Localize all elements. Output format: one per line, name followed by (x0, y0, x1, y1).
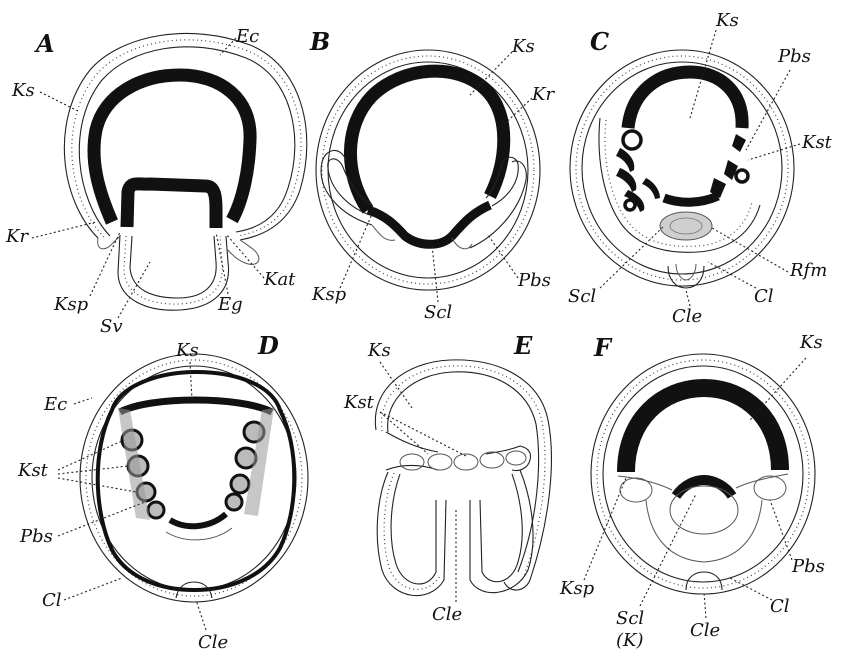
panel-letter-f: F (593, 333, 613, 362)
panel-d-ectoderm (80, 354, 308, 602)
label-ec: Ec (43, 394, 67, 415)
label-rfm: Rfm (789, 260, 827, 281)
panel-d: D Ks Ec (17, 331, 308, 653)
panel-e: E Ks Kst (343, 331, 551, 625)
panel-d-germ-layer (98, 372, 295, 590)
panel-letter-c: C (590, 27, 609, 56)
label-ks: Ks (715, 10, 739, 31)
panel-e-neural-tube (386, 432, 531, 471)
label-cl: Cl (754, 286, 774, 307)
label-pbs: Pbs (777, 46, 811, 67)
label-ks: Ks (367, 340, 391, 361)
label-cl: Cl (42, 590, 62, 611)
panel-letter-a: A (34, 29, 55, 58)
label-ks: Ks (511, 36, 535, 57)
label-kst: Kst (17, 460, 49, 481)
panel-e-gut (377, 470, 533, 596)
panel-f: F Ks Ksp Scl (K) Cle (559, 332, 825, 651)
panel-e-labels: Ks Kst Cle (343, 340, 466, 625)
label-scl: Scl (616, 608, 644, 629)
label-scl: Scl (424, 302, 452, 323)
panel-b: B Ks Kr Ksp Scl Pbs (309, 27, 555, 323)
label-ec: Ec (235, 26, 259, 47)
label-cle: Cle (198, 632, 228, 653)
label-pbs: Pbs (19, 526, 53, 547)
label-cle: Cle (672, 306, 702, 327)
panel-letter-d: D (257, 331, 279, 360)
label-ks: Ks (175, 340, 199, 361)
panel-c-ectoderm (570, 50, 794, 286)
panel-c-germ-layer (616, 72, 748, 212)
panel-letter-b: B (309, 27, 330, 56)
label-kst: Kst (801, 132, 833, 153)
label-kr: Kr (5, 226, 29, 247)
panel-b-germ-layer (350, 71, 503, 244)
label-cle: Cle (690, 620, 720, 641)
label-pbs: Pbs (517, 270, 551, 291)
panel-e-ectoderm (375, 360, 551, 590)
label-kst: Kst (343, 392, 375, 413)
panel-a-germ-layer (94, 75, 250, 228)
label-ksp: Ksp (311, 284, 347, 305)
panel-f-germ-layer (618, 388, 788, 562)
panel-d-labels: Ks Ec Kst Pbs Cl Cle (17, 340, 228, 653)
label-scl: Scl (568, 286, 596, 307)
label-cle: Cle (432, 604, 462, 625)
panel-letter-e: E (513, 331, 533, 360)
panel-c: C (568, 10, 833, 327)
label-ksp: Ksp (559, 578, 595, 599)
label-eg: Eg (217, 294, 243, 315)
panel-a: A Ec Ks Kr Ksp Sv Eg (5, 26, 307, 337)
label-kat: Kat (263, 269, 296, 290)
label-sv: Sv (100, 316, 123, 337)
panel-c-nerve-tissue (660, 212, 712, 240)
label-pbs: Pbs (791, 556, 825, 577)
label-ksp: Ksp (53, 294, 89, 315)
label-cl: Cl (770, 596, 790, 617)
label-ks: Ks (11, 80, 35, 101)
label-ks: Ks (799, 332, 823, 353)
label-kr: Kr (531, 84, 555, 105)
label-k: (K) (616, 630, 644, 651)
